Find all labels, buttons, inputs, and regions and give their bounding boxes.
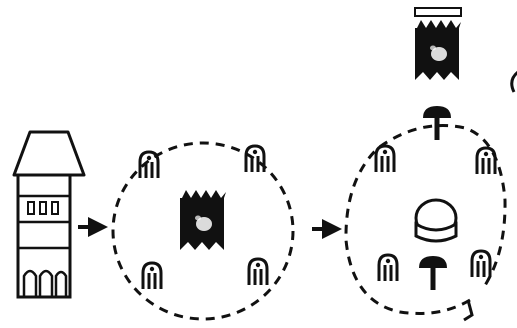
figure-6: [475, 146, 497, 176]
dashed-circle-2: [344, 124, 507, 315]
figure-8: [470, 249, 492, 279]
rising-ghost-icon: [415, 20, 461, 80]
helmet-icon: [414, 198, 458, 243]
figure-2: [244, 144, 266, 174]
dashed-circle-1: [111, 141, 295, 321]
circle-1-group: [111, 141, 295, 321]
circle-2-group: [344, 124, 507, 322]
figure-3: [141, 261, 163, 291]
rising-mushroom-icon: [423, 106, 451, 140]
partial-curve: [510, 70, 517, 93]
mushroom-icon: [419, 256, 447, 290]
ghost-icon: [180, 190, 226, 250]
figure-5: [374, 144, 396, 174]
tower-illustration: [12, 130, 86, 299]
figure-7: [377, 253, 399, 283]
circle-2-tail: [463, 299, 474, 322]
rising-ghost-group: [414, 7, 517, 140]
figure-4: [247, 257, 269, 287]
